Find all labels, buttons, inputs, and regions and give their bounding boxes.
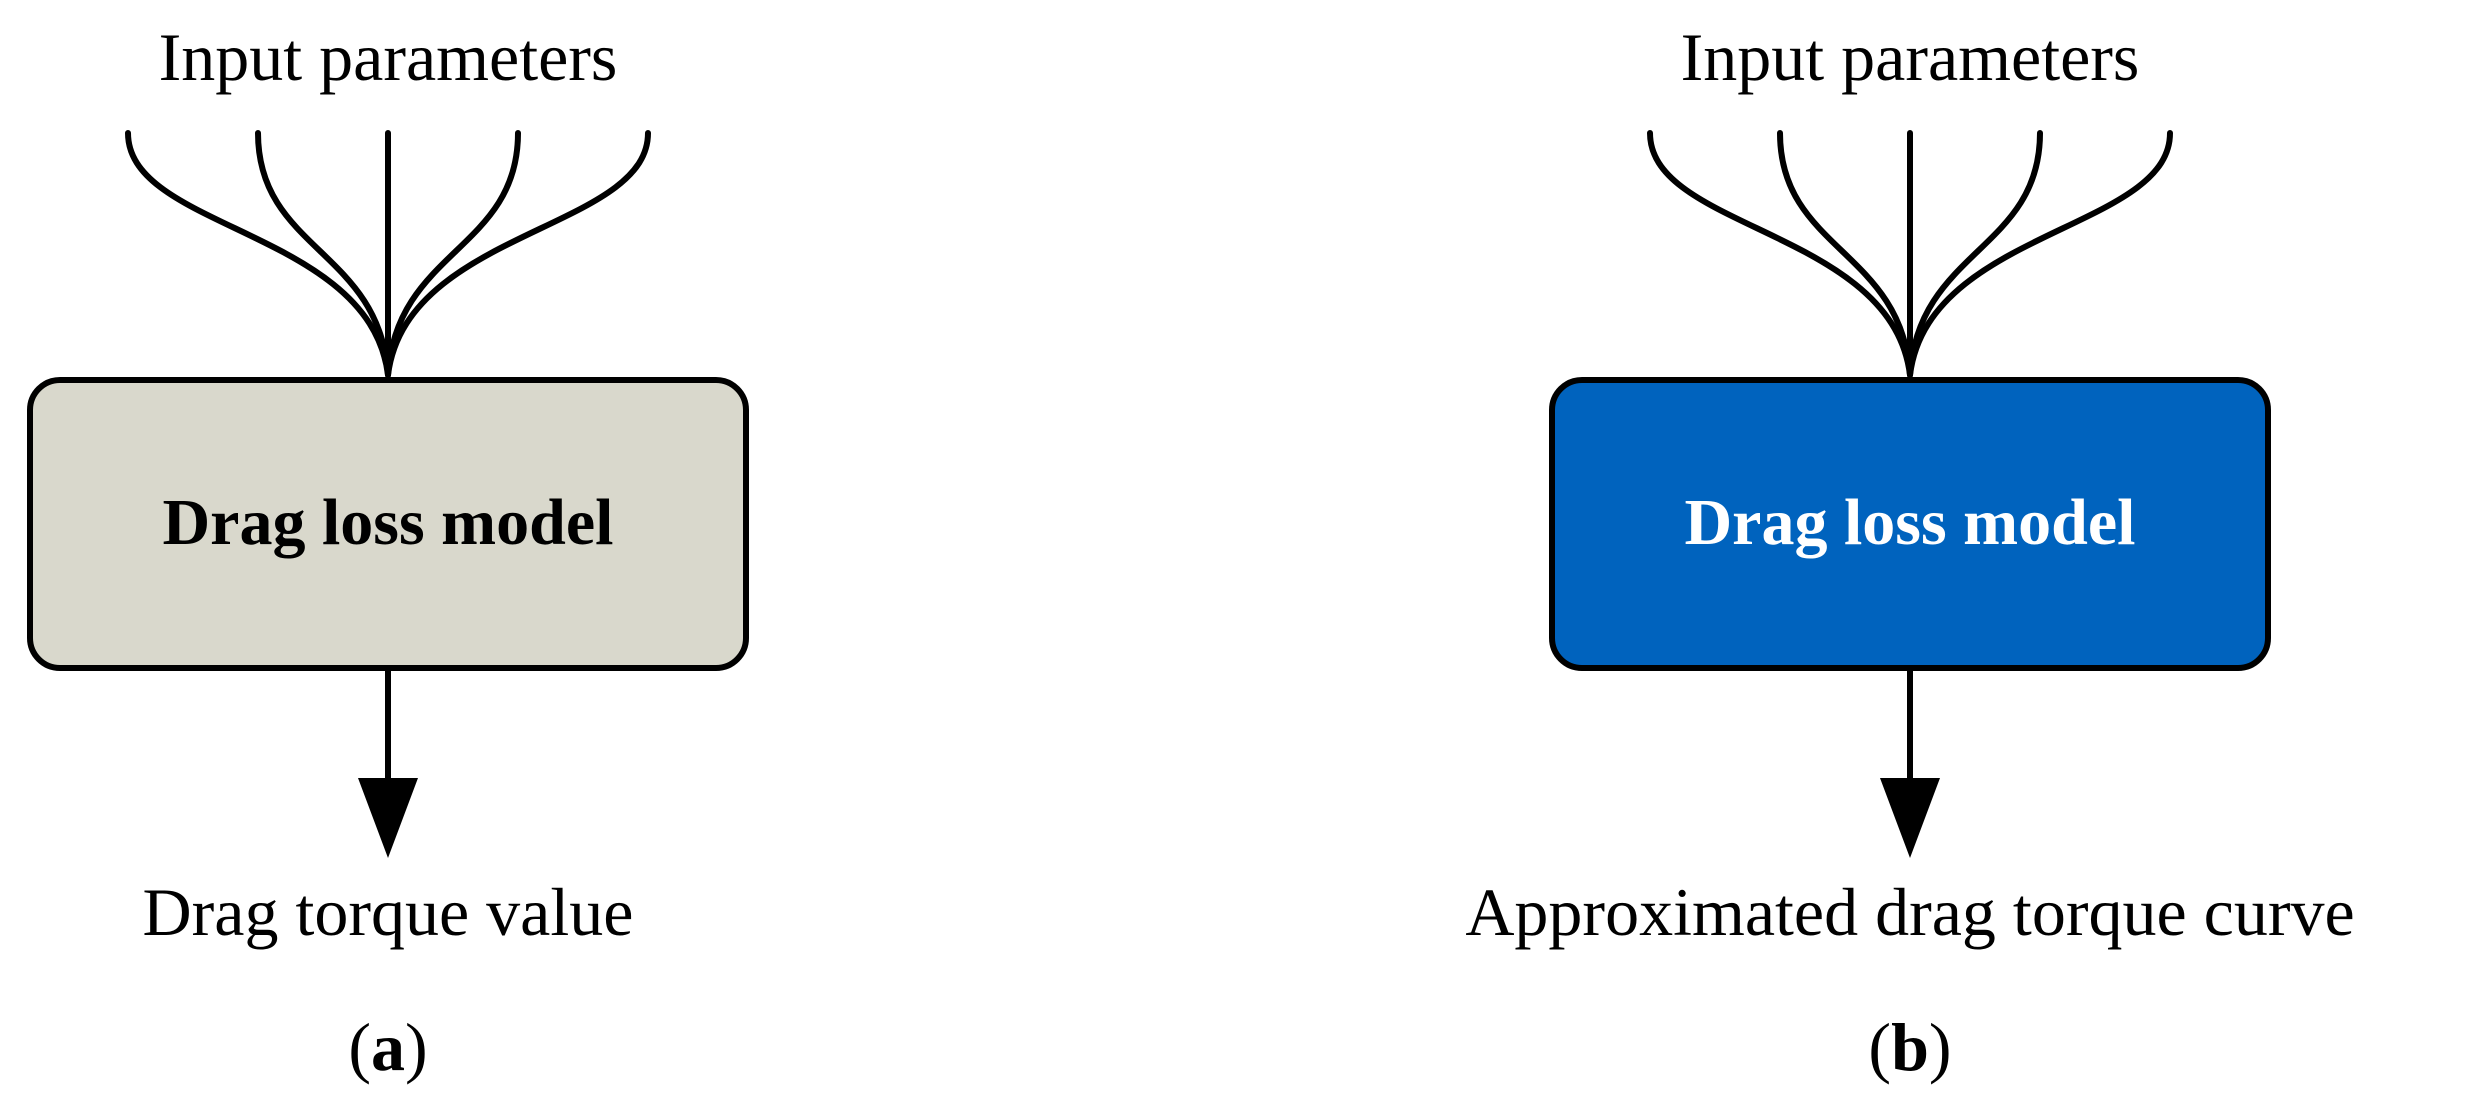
- panel-b-input-line-5: [1907, 130, 2173, 378]
- panel-a-input-line-1: [125, 130, 391, 378]
- panel-a: Input parameters Drag loss model Drag to…: [27, 19, 749, 1085]
- panel-b-input-label: Input parameters: [1681, 19, 2140, 95]
- panel-b-output-label: Approximated drag torque curve: [1465, 874, 2354, 950]
- panel-b-input-lines: [1647, 130, 2173, 378]
- panel-b-model-label: Drag loss model: [1685, 486, 2136, 559]
- panel-a-input-line-5: [385, 130, 651, 378]
- panel-a-output-arrow: [358, 665, 418, 858]
- panel-b-input-line-2: [1777, 130, 1913, 378]
- panel-b-output-arrow: [1880, 665, 1940, 858]
- panel-a-input-line-4: [385, 130, 521, 378]
- panel-b-input-line-1: [1647, 130, 1913, 378]
- panel-a-caption: (a): [348, 1009, 427, 1085]
- panel-a-output-label: Drag torque value: [143, 874, 634, 950]
- panel-a-output-arrow-head: [358, 778, 418, 858]
- panel-b-output-arrow-head: [1880, 778, 1940, 858]
- panel-a-model-label: Drag loss model: [163, 486, 614, 559]
- panel-a-input-label: Input parameters: [159, 19, 618, 95]
- panel-b-letter: b: [1891, 1009, 1929, 1085]
- panel-b: Input parameters Drag loss model Approxi…: [1465, 19, 2354, 1085]
- panel-b-input-line-4: [1907, 130, 2043, 378]
- panel-a-input-lines: [125, 130, 651, 378]
- panel-b-caption: (b): [1868, 1009, 1951, 1085]
- panel-a-input-line-2: [255, 130, 391, 378]
- panel-a-letter: a: [371, 1009, 405, 1085]
